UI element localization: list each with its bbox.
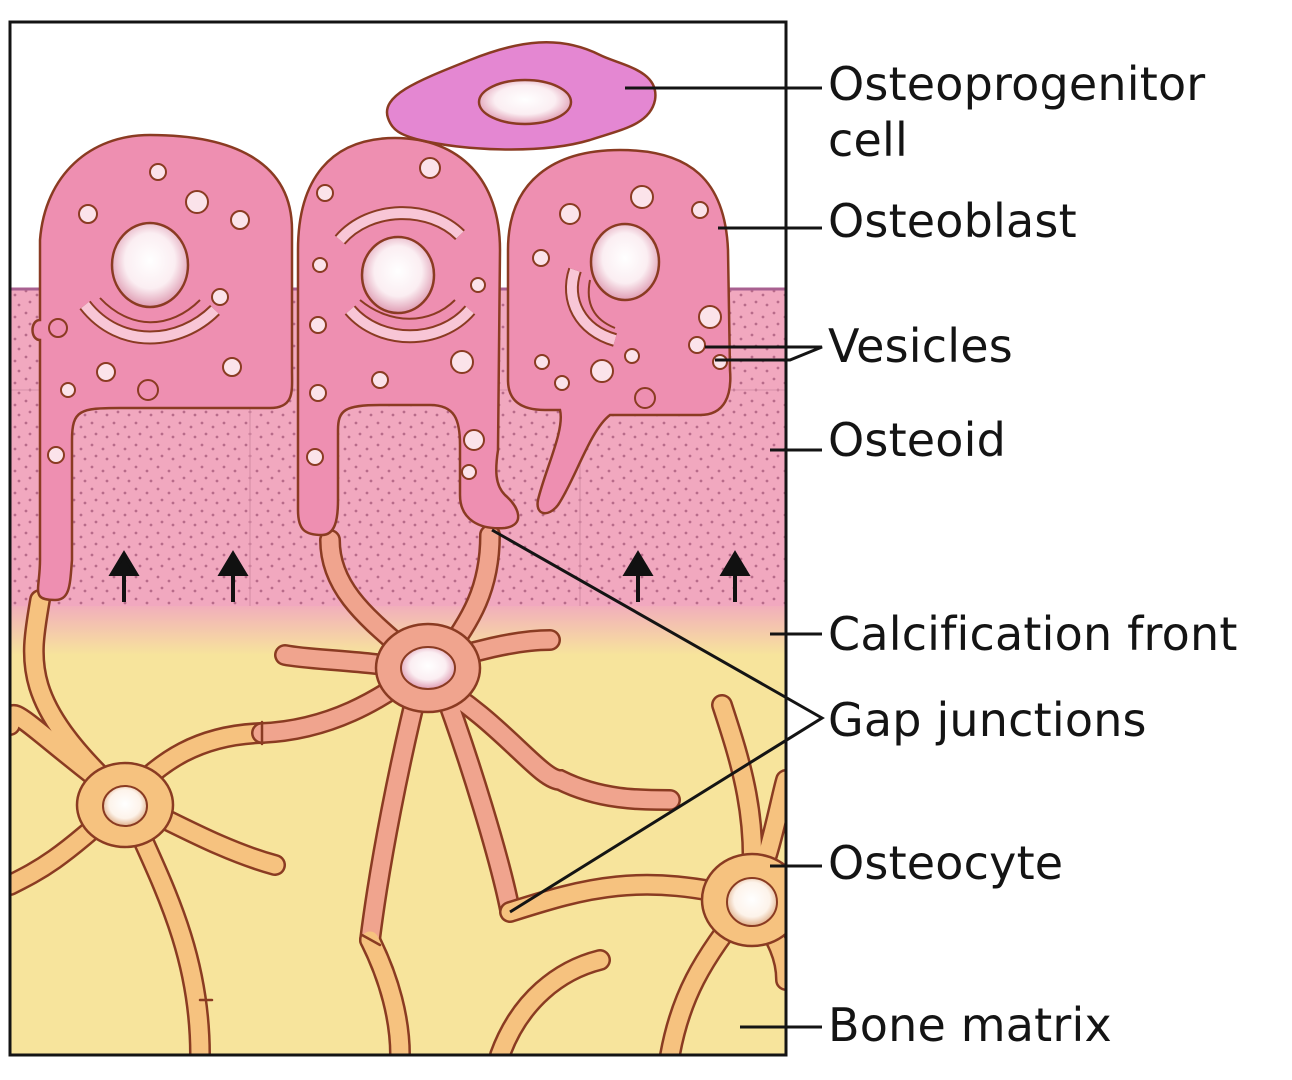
osteocyte-right (489, 694, 786, 1055)
label-osteoprogenitor-cell: Osteoprogenitor cell (828, 57, 1206, 167)
diagram-frame (8, 20, 788, 1057)
osteocytes (10, 524, 786, 1055)
osteoblast-right (506, 148, 732, 515)
arrow-up-icon (217, 550, 249, 602)
osteoblast-left (31, 133, 294, 602)
osteocyte-left (10, 589, 286, 1055)
golgi-apparatus (79, 206, 618, 347)
osteoblast-nuclei (110, 221, 661, 315)
growth-arrows (108, 550, 751, 602)
arrow-up-icon (108, 550, 140, 602)
label-osteoid: Osteoid (828, 413, 1007, 467)
label-bone-matrix: Bone matrix (828, 998, 1112, 1052)
leader-lines (491, 86, 825, 1029)
osteoblasts (31, 41, 732, 602)
arrow-up-icon (622, 550, 654, 602)
osteoprogenitor-cell (385, 41, 657, 151)
label-vesicles: Vesicles (828, 319, 1013, 373)
osteocyte-middle (251, 524, 681, 1055)
vesicles (47, 157, 728, 480)
arrow-up-icon (719, 550, 751, 602)
label-gap-junctions: Gap junctions (828, 693, 1147, 747)
label-osteocyte: Osteocyte (828, 836, 1064, 890)
label-calcification-front: Calcification front (828, 607, 1238, 661)
gap-junction-marks (198, 720, 382, 1002)
label-osteoblast: Osteoblast (828, 194, 1077, 248)
